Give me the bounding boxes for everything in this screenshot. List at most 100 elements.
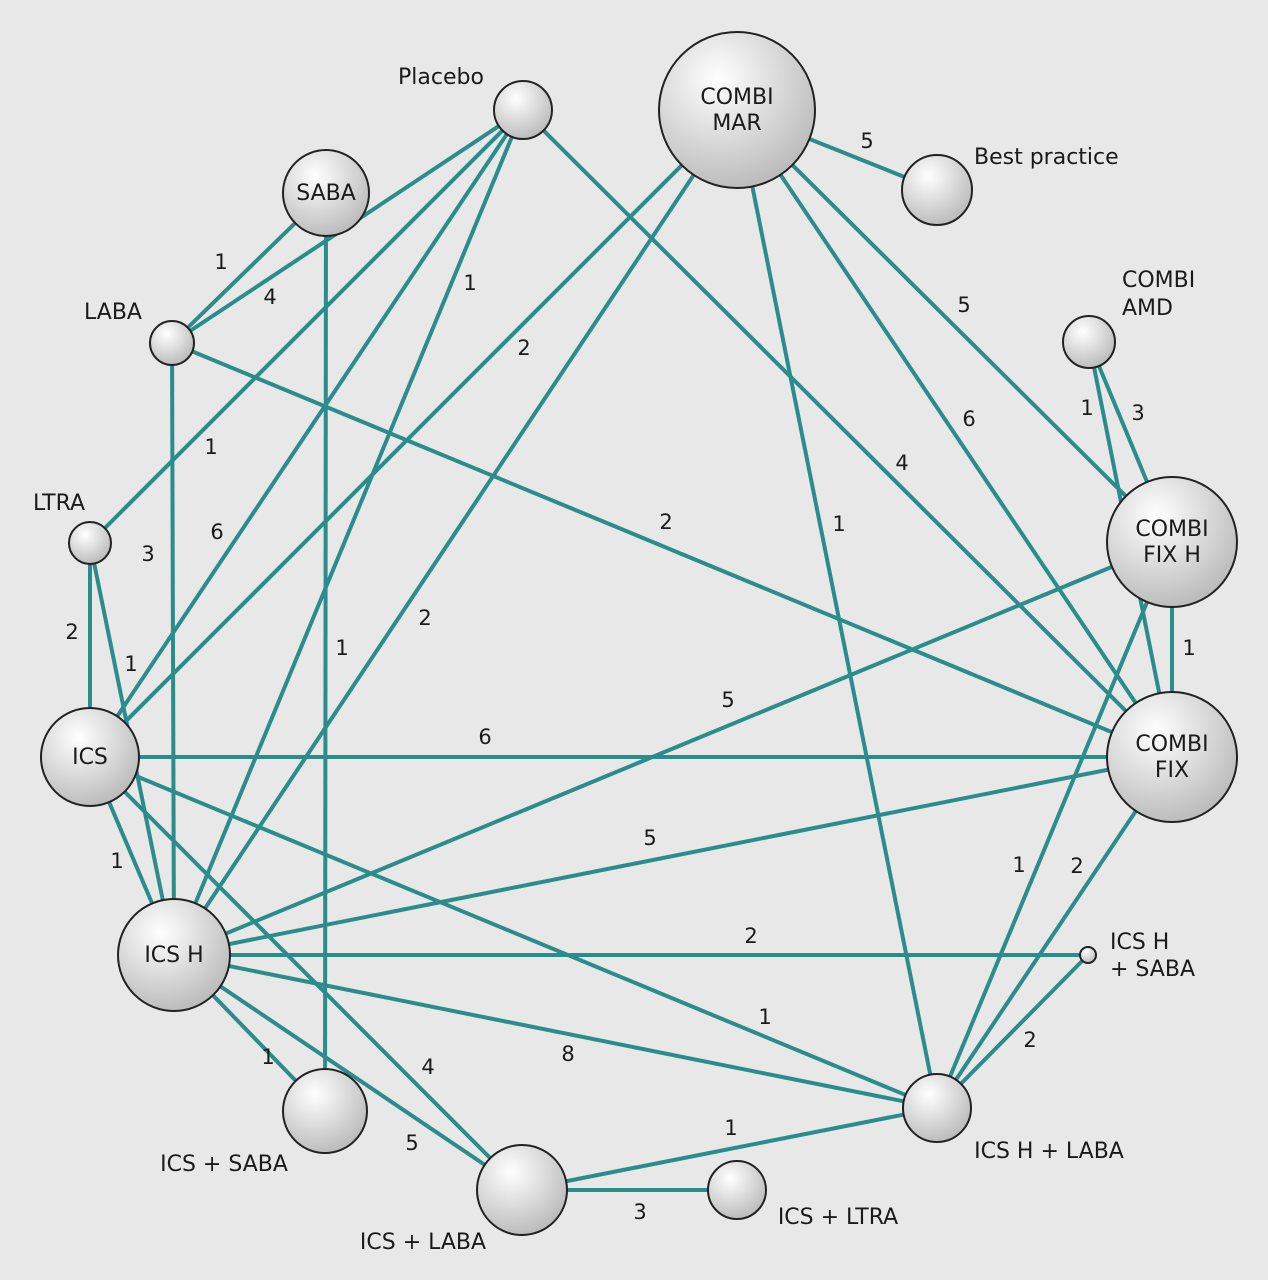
edge-label: 2 [1023,1028,1036,1052]
node-label: LTRA [33,491,85,516]
node-circle [476,1144,568,1236]
edge-label: 5 [957,293,970,317]
node-label: ICS + LTRA [778,1205,898,1230]
node-ics-h-saba: ICS H+ SABA [1079,930,1195,982]
node-circle [68,521,112,565]
edge-label: 3 [141,542,154,566]
node-ics: ICS [40,707,140,807]
edge-combi-mar-to-combi-fix-h [735,108,1174,544]
node-circle [149,320,195,366]
edge-label: 6 [478,725,491,749]
node-circle [1062,315,1116,369]
node-circle [493,80,553,140]
edge-combi-fix-to-ics-h [173,755,1173,957]
node-best-practice: Best practice [901,145,1119,226]
node-circle [707,1160,767,1220]
edge-label: 1 [832,512,845,536]
node-circle [117,898,231,1012]
node-label: ICS [72,745,108,770]
node-ics-h: ICS H [117,898,231,1012]
edge-label: 3 [633,1200,646,1224]
edge-label: 2 [744,924,757,948]
edge-label: 1 [261,1045,274,1069]
edge-label: 1 [1080,396,1093,420]
node-ltra: LTRA [33,491,112,565]
node-label: SABA [296,181,356,206]
node-ics-saba: ICS + SABA [160,1068,368,1177]
edge-label: 5 [721,688,734,712]
edge-label: 2 [659,510,672,534]
edge-label: 1 [758,1005,771,1029]
edge-placebo-to-combi-fix [521,108,1174,759]
edge-combi-mar-to-ics-h [172,108,739,957]
edge-label: 1 [1182,636,1195,660]
edge-label: 4 [263,285,276,309]
node-circle [1106,691,1238,823]
node-laba: LABA [84,300,195,366]
node-ics-laba: ICS + LABA [360,1144,568,1255]
edge-combi-mar-to-ics-h-laba [735,109,939,1109]
edge-label: 1 [110,849,123,873]
edge-label: 1 [1012,853,1025,877]
node-circle [902,1073,972,1143]
node-label: Best practice [974,145,1119,170]
node-label: ICS H + LABA [974,1139,1124,1164]
edge-label: 6 [962,407,975,431]
node-label: ICS + LABA [360,1230,486,1255]
edge-ics-h-saba-to-ics-h-laba [935,953,1090,1110]
edge-saba-to-ics-saba [323,192,328,1112]
edge-label: 3 [1131,401,1144,425]
node-saba: SABA [282,149,370,237]
edge-label: 8 [561,1042,574,1066]
edge-laba-to-combi-fix [171,341,1173,759]
edge-combi-fix-to-ics-h-laba [935,755,1174,1110]
edge-label: 1 [204,435,217,459]
edge-ics-to-ics-h-laba [89,755,938,1110]
edge-label: 4 [421,1055,434,1079]
edge-label: 1 [463,271,476,295]
node-circle [901,154,973,226]
node-label: Placebo [398,65,484,90]
edge-placebo-to-ltra [88,108,525,545]
edge-label: 2 [517,336,530,360]
edge-label: 1 [335,636,348,660]
edge-label: 1 [124,652,137,676]
edge-label: 5 [860,129,873,153]
edge-label: 4 [895,451,908,475]
edge-ics-h-to-ics-h-laba [173,953,938,1110]
node-ics-ltra: ICS + LTRA [707,1160,898,1230]
edge-laba-to-ics-h [170,342,176,956]
edge-placebo-to-ics [88,108,525,759]
edge-ics-h-to-ics-laba [172,953,524,1192]
edge-label: 2 [418,606,431,630]
edge-combi-fix-h-to-ics-h-laba [935,541,1174,1109]
edge-label: 5 [405,1131,418,1155]
edge-combi-mar-to-combi-fix [735,108,1174,759]
edge-label: 1 [724,1116,737,1140]
node-label: ICS H [144,943,203,968]
edge-label: 2 [1070,854,1083,878]
node-label: LABA [84,300,142,325]
node-label: ICS H+ SABA [1110,930,1195,982]
edge-label: 6 [210,520,223,544]
node-circle [282,149,370,237]
edge-ics-laba-to-ics-h-laba [521,1106,938,1192]
edge-label: 2 [65,620,78,644]
node-circle [658,31,816,189]
node-circle [1079,946,1097,964]
edge-combi-fix-h-to-ics-h [173,540,1173,957]
edge-label: 1 [214,250,227,274]
node-circle [282,1068,368,1154]
edge-label: 5 [643,826,656,850]
